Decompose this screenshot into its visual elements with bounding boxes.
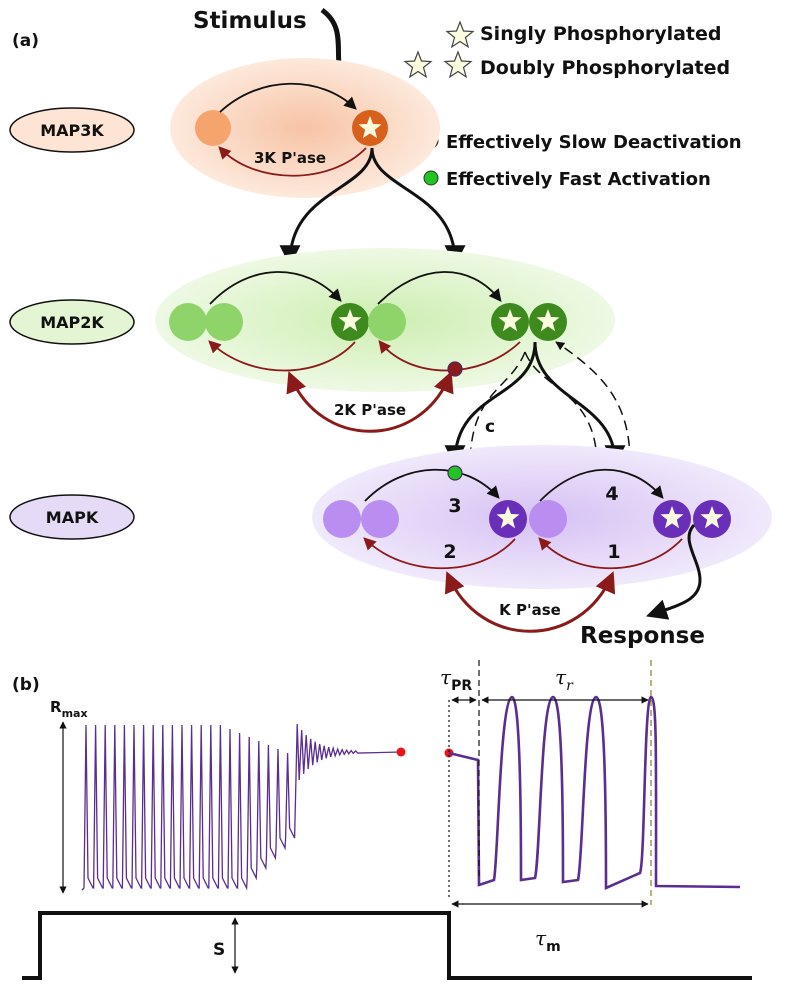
tau-m-main: τ bbox=[535, 926, 547, 950]
map3k-to-map2k-arrow-2 bbox=[370, 147, 466, 267]
map2k-label: MAP2K bbox=[40, 313, 104, 332]
doubly-star-icon bbox=[403, 50, 433, 79]
map2k-star-icon-1 bbox=[338, 309, 362, 332]
tau-r-main: τ bbox=[555, 665, 567, 689]
singly-star-icon bbox=[445, 20, 475, 49]
map2k-deactivation-arrow-2 bbox=[378, 340, 521, 372]
step-1: 1 bbox=[607, 541, 620, 563]
legend-fast: Effectively Fast Activation bbox=[446, 169, 711, 190]
c-label: c bbox=[485, 417, 495, 437]
map2k-star-icon-2 bbox=[498, 309, 522, 332]
map2k-single-p-partner bbox=[368, 303, 406, 341]
s-label: S bbox=[213, 940, 225, 960]
tau-m-sub: m bbox=[546, 939, 561, 955]
mapk-activation-arrow-1 bbox=[364, 468, 500, 502]
rmax-sub: max bbox=[62, 707, 88, 720]
map3k-phosphatase: 3K P'ase bbox=[254, 149, 326, 167]
map2k-inactive-1 bbox=[169, 303, 207, 341]
response-arrow bbox=[646, 523, 702, 620]
mapk-inactive-2 bbox=[361, 500, 399, 538]
map2k-star-icon-3 bbox=[536, 309, 560, 332]
stimulus-label: Stimulus bbox=[193, 8, 307, 34]
rmax-label: Rmax bbox=[50, 698, 88, 720]
step-3: 3 bbox=[448, 495, 461, 517]
fast-dot-icon bbox=[423, 170, 439, 186]
map2k-inactive-2 bbox=[205, 303, 243, 341]
mapk-star-icon-3 bbox=[700, 506, 724, 529]
rmax-main: R bbox=[50, 698, 62, 716]
dashed-feedback-arrow bbox=[555, 341, 631, 463]
step-4: 4 bbox=[605, 483, 618, 505]
dashed-arrow-2 bbox=[524, 351, 602, 463]
mapk-star-icon-1 bbox=[496, 506, 520, 529]
step-2: 2 bbox=[443, 541, 456, 563]
map3k-label: MAP3K bbox=[40, 121, 104, 140]
map3k-deactivation-arrow bbox=[218, 146, 367, 177]
map2k-to-mapk-arrow-1 bbox=[444, 341, 537, 467]
dashed-arrow-1 bbox=[465, 351, 526, 463]
tau-m-label: τm bbox=[535, 926, 561, 955]
map3k-inactive bbox=[195, 110, 231, 146]
map2k-activation-arrow-1 bbox=[209, 271, 342, 305]
tau-pr-main: τ bbox=[440, 665, 452, 689]
map2k-phosphatase-arrow bbox=[286, 371, 454, 433]
legend-singly: Singly Phosphorylated bbox=[480, 23, 722, 45]
mapk-inactive-1 bbox=[323, 500, 361, 538]
map2k-slow-dot bbox=[447, 361, 463, 377]
mapk-deactivation-arrow-2 bbox=[538, 537, 683, 570]
stimulus-step-trace bbox=[22, 911, 752, 980]
doubly-star-icon-2 bbox=[443, 50, 473, 79]
legend-doubly: Doubly Phosphorylated bbox=[480, 57, 730, 79]
map2k-badge bbox=[9, 299, 135, 345]
map3k-to-map2k-arrow-1 bbox=[279, 147, 374, 267]
legend: Singly Phosphorylated Doubly Phosphoryla… bbox=[403, 20, 742, 190]
tau-pr-sub: PR bbox=[451, 678, 472, 694]
map3k-star-icon bbox=[358, 116, 382, 139]
tau-r-label: τr bbox=[555, 665, 574, 694]
mapk-label: MAPK bbox=[46, 508, 99, 527]
map3k-background bbox=[170, 58, 440, 198]
legend-slow: Effectively Slow Deactivation bbox=[446, 132, 742, 153]
map2k-phosphatase: 2K P'ase bbox=[334, 401, 406, 419]
mapk-badge bbox=[9, 494, 135, 540]
map2k-to-mapk-arrow-2 bbox=[533, 341, 626, 467]
mapk-phosphatase: K P'ase bbox=[499, 601, 561, 619]
panel-b-label: (b) bbox=[12, 675, 40, 695]
mapk-fast-dot bbox=[447, 465, 463, 481]
mapk-phosphatase-arrow bbox=[444, 571, 616, 633]
response-label: Response bbox=[580, 623, 705, 649]
map2k-activation-arrow-2 bbox=[377, 271, 502, 305]
right-relaxation-trace bbox=[448, 695, 741, 890]
left-end-marker bbox=[396, 747, 406, 757]
tau-r-sub: r bbox=[566, 678, 574, 694]
mapk-activation-arrow-2 bbox=[539, 468, 664, 502]
mapk-star-icon-2 bbox=[660, 506, 684, 529]
map3k-activation-arrow bbox=[219, 82, 357, 113]
mapk-deactivation-arrow-1 bbox=[363, 537, 516, 570]
map3k-badge bbox=[9, 107, 135, 153]
tau-pr-label: τPR bbox=[440, 665, 472, 694]
map2k-deactivation-arrow-1 bbox=[208, 340, 356, 372]
left-oscillation-trace bbox=[81, 723, 402, 891]
mapk-single-p-partner bbox=[529, 500, 567, 538]
panel-a-label: (a) bbox=[12, 31, 39, 51]
